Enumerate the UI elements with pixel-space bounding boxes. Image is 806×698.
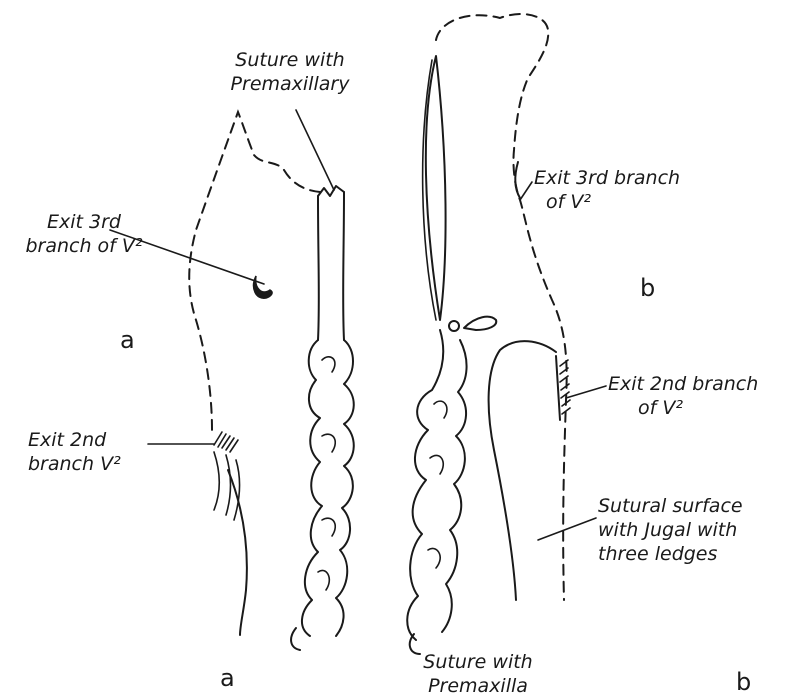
label-sutural-surface: Sutural surface with Jugal with three le… <box>598 494 743 566</box>
outline-a-lower <box>228 470 247 635</box>
outline-b-dashed <box>436 14 567 600</box>
label-exit3-b-line1: Exit 3rd branch <box>534 166 680 190</box>
teeth-b-inner-2 <box>430 455 443 474</box>
label-exit2-b: Exit 2nd branch of V² <box>608 372 758 420</box>
label-suture-premaxillary-top: Suture with Premaxillary <box>230 48 350 96</box>
panel-label-b-mid: b <box>640 274 655 302</box>
panel-label-a-bottom: a <box>220 664 235 692</box>
foramen-small-b <box>449 321 459 331</box>
ridge-a-1 <box>214 452 219 510</box>
teeth-a-inner-3 <box>322 518 335 536</box>
label-sutural-line3: three ledges <box>598 542 743 566</box>
teeth-a-right <box>336 340 354 636</box>
foramen-exit3-a <box>254 276 272 298</box>
teeth-a-inner-1 <box>322 357 335 372</box>
foramen-exit3-b <box>515 162 520 198</box>
teeth-a-inner-4 <box>318 570 329 590</box>
label-exit3-b: Exit 3rd branch of V² <box>534 166 680 214</box>
panel-label-a-mid: a <box>120 326 135 354</box>
ridge-a-2 <box>226 455 231 515</box>
teeth-b-inner-1 <box>434 401 447 418</box>
loop-b <box>464 317 496 330</box>
teeth-b <box>407 330 443 640</box>
hatch-exit2-a <box>214 432 238 452</box>
teeth-a-foot <box>291 628 300 650</box>
label-exit3-a-line1: Exit 3rd <box>24 210 144 234</box>
suture-column-a-right <box>343 192 344 340</box>
label-exit3-a-line2: branch of V² <box>24 234 144 258</box>
label-exit2-a-line1: Exit 2nd <box>28 428 121 452</box>
label-suture-bottom-line2: Premaxilla <box>408 674 548 698</box>
hatch-exit2-b <box>556 356 570 420</box>
teeth-b-right <box>442 340 467 632</box>
outline-a-dashed <box>189 112 320 430</box>
label-exit2-b-line2: of V² <box>608 396 758 420</box>
suture-column-a-left <box>318 196 319 340</box>
leader-exit3-b <box>520 182 532 200</box>
teeth-a <box>302 340 322 636</box>
label-suture-top-line1: Suture with <box>230 48 350 72</box>
leader-exit2-b <box>566 386 606 398</box>
label-suture-top-line2: Premaxillary <box>230 72 350 96</box>
label-sutural-line2: with Jugal with <box>598 518 743 542</box>
teeth-b-inner-3 <box>428 548 440 568</box>
label-suture-bottom-line1: Suture with <box>408 650 548 674</box>
label-exit3-a: Exit 3rd branch of V² <box>24 210 144 258</box>
label-exit2-a-line2: branch V² <box>28 452 121 476</box>
leader-sutural <box>538 518 596 540</box>
label-sutural-line1: Sutural surface <box>598 494 743 518</box>
teeth-a-inner-2 <box>322 434 335 452</box>
leader-suture-top <box>296 110 334 190</box>
jugal-surface-b <box>489 341 556 600</box>
label-exit2-a: Exit 2nd branch V² <box>28 428 121 476</box>
suture-column-a-top <box>318 186 344 196</box>
label-exit3-b-line2: of V² <box>534 190 680 214</box>
label-exit2-b-line1: Exit 2nd branch <box>608 372 758 396</box>
panel-label-b-bottom: b <box>736 668 751 696</box>
